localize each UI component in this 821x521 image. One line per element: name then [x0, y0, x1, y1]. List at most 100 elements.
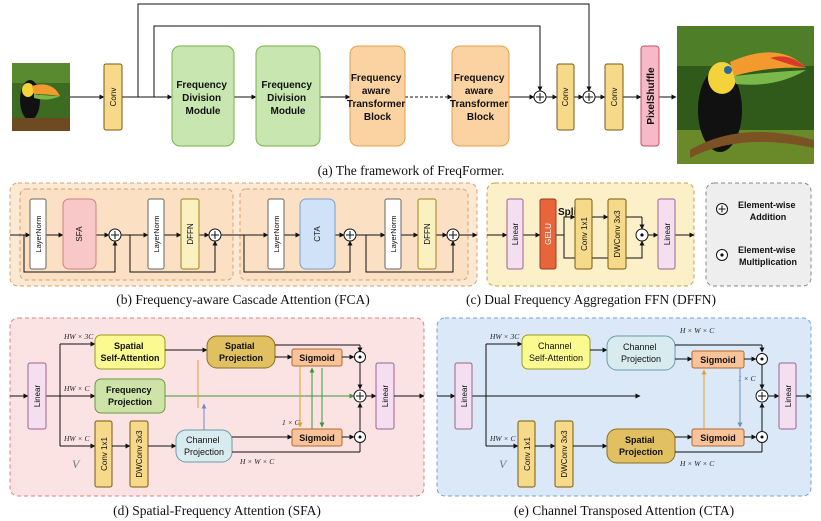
frequency-projection-block: Frequency Projection: [94, 378, 166, 414]
layernorm-block: LayerNorm: [267, 198, 285, 270]
linear-block: Linear: [375, 362, 395, 430]
conv1x1-block: Conv 1x1: [574, 198, 593, 270]
sfa-section: HW × 3C HW × C HW × C V Linear Spatial S…: [9, 317, 425, 518]
svg-text:Channel Projection: Channel Projection: [184, 435, 224, 457]
add-node: [533, 90, 547, 104]
svg-text:Channel Self-Attention: Channel Self-Attention: [529, 341, 583, 363]
sfa-caption: (d) Spatial-Frequency Attention (SFA): [113, 503, 321, 518]
add-node: [582, 90, 596, 104]
spatial-projection-block: Spatial Projection: [606, 428, 676, 464]
sigmoid-block: Sigmoid: [691, 428, 745, 447]
fdm-label-1: Frequency: [176, 80, 227, 91]
svg-text:Frequency aware: Frequency aware Transformer Block: [347, 73, 408, 123]
dim-label: 1 × C: [738, 374, 757, 383]
ftb-block-2: Frequency aware Transformer Block: [450, 45, 510, 147]
dffn-block: DFFN: [180, 198, 200, 270]
conv1x1-label: Conv 1x1: [523, 437, 532, 471]
dim-label: HW × C: [63, 434, 90, 443]
conv1x1-block: Conv 1x1: [94, 420, 113, 488]
dim-label: 1 × C: [282, 418, 301, 427]
cp-label-2: Projection: [184, 447, 224, 457]
pixelshuffle-block: PixelShuffle: [640, 45, 660, 147]
cp-label-1: Channel: [623, 342, 657, 352]
fdm-block-1: Frequency Division Module: [171, 45, 235, 147]
sp-label-1: Spatial: [225, 341, 255, 351]
dwconv-block: DWConv 3x3: [554, 420, 574, 488]
ftb-block-1: Frequency aware Transformer Block: [347, 45, 408, 147]
ftb-label-4: Block: [467, 112, 495, 123]
layernorm-block: LayerNorm: [29, 198, 47, 270]
cta-caption: (e) Channel Transposed Attention (CTA): [514, 503, 734, 518]
csa-label-2: Self-Attention: [529, 353, 583, 363]
fdm-label-1: Frequency: [261, 80, 312, 91]
sp-label-1: Spatial: [625, 435, 655, 445]
ssa-label-2: Self-Attention: [101, 353, 160, 363]
dffn-label: DFFN: [423, 223, 432, 245]
linear-block: Linear: [778, 362, 797, 430]
layernorm-block: LayerNorm: [384, 198, 402, 270]
mul-node: [635, 228, 649, 242]
dffn-caption: (c) Dual Frequency Aggregation FFN (DFFN…: [466, 292, 716, 307]
dwconv-label: DWConv 3x3: [560, 430, 569, 478]
svg-text:Frequency Division: Frequency Division Module: [261, 80, 314, 117]
spatial-projection-block: Spatial Projection: [206, 335, 276, 369]
conv1x1-label: Conv 1x1: [580, 217, 589, 251]
mul-node: [756, 431, 768, 443]
add-node: [343, 228, 357, 242]
dwconv-label: DWConv 3x3: [135, 430, 144, 478]
dffn-section: Linear GELU Split Conv 1x1 DWConv 3x3 Li…: [466, 182, 716, 307]
linear-block: Linear: [27, 362, 47, 430]
v-label: V: [499, 457, 508, 471]
svg-text:Element-wise Multiplicat: Element-wise Multiplication: [738, 245, 798, 267]
conv1x1-block: Conv 1x1: [517, 420, 536, 488]
dim-label: HW × C: [489, 434, 516, 443]
svg-text:Element-wise Addition: Element-wise Addition: [738, 200, 798, 222]
conv-block-3: Conv: [604, 63, 624, 131]
framework-section: Conv Frequency Division Module Frequency…: [12, 3, 814, 178]
input-image: [12, 63, 70, 131]
svg-text:Spatial Self-Attention: Spatial Self-Attention: [101, 341, 160, 363]
fdm-label-3: Module: [186, 106, 221, 117]
dim-label: HW × C: [63, 384, 90, 393]
linear-block: Linear: [657, 198, 676, 270]
ssa-label-1: Spatial: [114, 341, 144, 351]
pixelshuffle-label: PixelShuffle: [646, 67, 657, 125]
ftb-label-2: aware: [362, 86, 391, 97]
dffn-block: DFFN: [417, 198, 437, 270]
add-node: [353, 389, 367, 403]
ftb-label-3: Transformer: [347, 99, 405, 110]
layernorm-label: LayerNorm: [34, 215, 43, 252]
cp-label-1: Channel: [186, 435, 220, 445]
linear-label: Linear: [663, 223, 672, 246]
linear-label: Linear: [784, 385, 793, 408]
linear-label: Linear: [381, 385, 390, 408]
sigmoid-label: Sigmoid: [299, 433, 335, 443]
legend: Element-wise Addition Element-wise Multi…: [705, 182, 812, 287]
fca-section: LayerNorm SFA LayerNorm DFFN LayerNorm: [9, 182, 478, 307]
linear-label: Linear: [511, 223, 520, 246]
linear-label: Linear: [460, 385, 469, 408]
cta-section: HW × 3C HW × C V Linear Channel Self-Att…: [436, 317, 812, 518]
sigmoid-label: Sigmoid: [700, 433, 736, 443]
channel-self-attention-block: Channel Self-Attention: [521, 334, 591, 370]
mul-node: [354, 351, 366, 363]
mul-node: [756, 353, 768, 365]
mul-node: [354, 431, 366, 443]
dim-label: HW × 3C: [489, 332, 520, 341]
svg-text:Frequency Division: Frequency Division Module: [176, 80, 229, 117]
dwconv-block: DWConv 3x3: [607, 198, 627, 270]
dim-label: H × W × C: [679, 326, 715, 335]
sp-label-2: Projection: [619, 447, 663, 457]
cta-block: CTA: [299, 198, 336, 270]
ftb-label-3: Transformer: [450, 99, 508, 110]
dffn-label: DFFN: [186, 223, 195, 245]
conv-label: Conv: [561, 88, 570, 107]
legend-mul-label-2: Multiplication: [739, 257, 797, 267]
add-icon: [716, 203, 728, 215]
layernorm-label: LayerNorm: [272, 215, 281, 252]
channel-projection-block: Channel Projection: [175, 429, 233, 463]
fdm-label-3: Module: [271, 106, 306, 117]
gelu-label: GELU: [544, 223, 553, 245]
cp-label-2: Projection: [621, 354, 661, 364]
